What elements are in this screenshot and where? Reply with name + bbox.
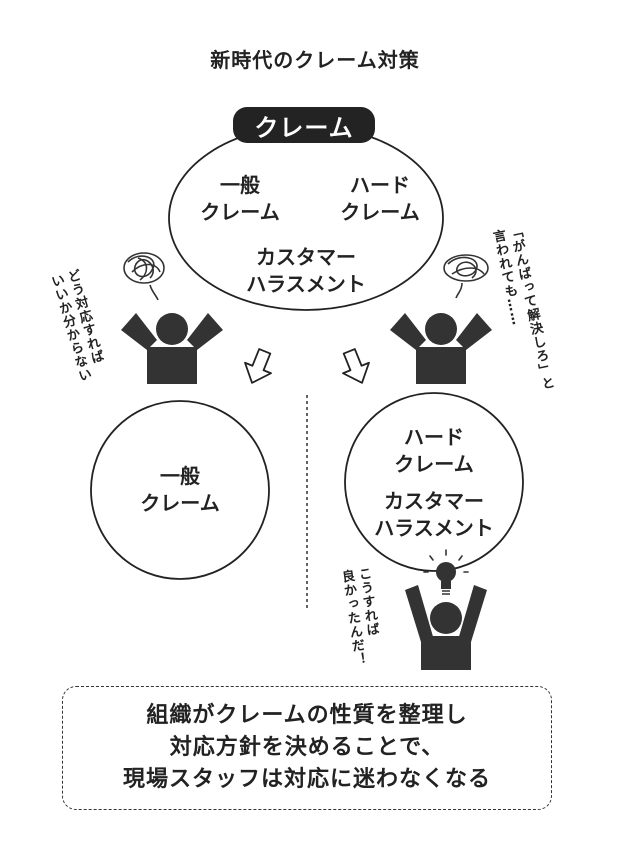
down-arrow-icon-right bbox=[342, 348, 370, 384]
hard-line-2: クレーム bbox=[340, 200, 420, 224]
harassment-line-2: ハラスメント bbox=[246, 272, 366, 296]
left-circle-line-1: 一般 bbox=[160, 464, 200, 488]
right-hard-line-2: クレーム bbox=[394, 452, 474, 476]
person-icon-left bbox=[121, 313, 223, 384]
general-line-1: 一般 bbox=[220, 173, 260, 197]
down-arrow-icon-left bbox=[244, 348, 272, 384]
lightbulb-icon bbox=[423, 549, 469, 595]
harassment-line-1: カスタマー bbox=[256, 245, 356, 269]
right-circle-harassment-label: カスタマー ハラスメント bbox=[364, 488, 504, 542]
left-circle-label: 一般 クレーム bbox=[130, 463, 230, 517]
harassment-label: カスタマー ハラスメント bbox=[236, 244, 376, 298]
page-title: 新時代のクレーム対策 bbox=[210, 48, 420, 72]
general-claim-label: 一般 クレーム bbox=[190, 172, 290, 226]
right-harassment-line-2: ハラスメント bbox=[374, 516, 494, 540]
person-icon-right bbox=[390, 313, 492, 384]
conclusion-line-2: 対応方針を決めることで、 bbox=[169, 735, 445, 760]
right-circle bbox=[344, 392, 524, 572]
conclusion-line-1: 組織がクレームの性質を整理し bbox=[146, 703, 468, 728]
general-line-2: クレーム bbox=[200, 200, 280, 224]
right-hard-line-1: ハード bbox=[404, 425, 464, 449]
conclusion-box: 組織がクレームの性質を整理し 対応方針を決めることで、 現場スタッフは対応に迷わ… bbox=[62, 686, 552, 810]
tangled-thought-icon-left bbox=[123, 252, 165, 301]
tangled-thought-icon-right bbox=[443, 254, 489, 299]
conclusion-line-3: 現場スタッフは対応に迷わなくなる bbox=[122, 767, 491, 792]
left-circle bbox=[90, 400, 270, 580]
hard-line-1: ハード bbox=[350, 173, 410, 197]
left-circle-line-2: クレーム bbox=[140, 491, 220, 515]
person-icon-idea bbox=[405, 585, 487, 670]
right-circle-hard-label: ハード クレーム bbox=[384, 424, 484, 478]
hard-claim-label: ハード クレーム bbox=[330, 172, 430, 226]
top-claim-label: クレーム bbox=[233, 107, 375, 143]
right-harassment-line-1: カスタマー bbox=[384, 489, 484, 513]
